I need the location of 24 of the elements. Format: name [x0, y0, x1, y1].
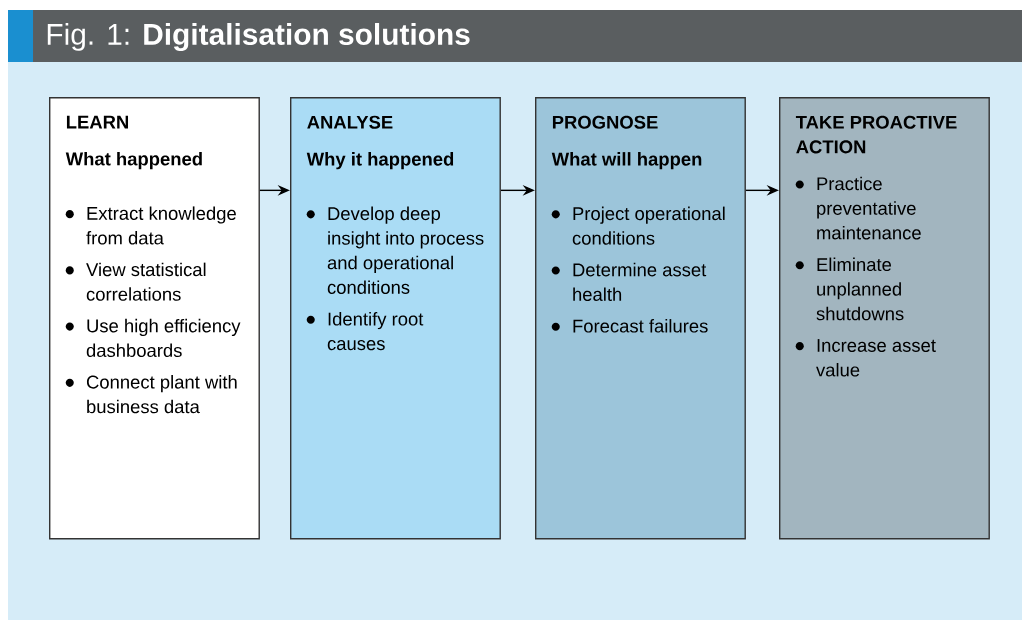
- bullet-item: Practice preventative maintenance: [795, 176, 921, 240]
- stage-subheading: What happened: [65, 151, 202, 170]
- bullet-item: Develop deep insight into process and operational conditions: [306, 206, 484, 294]
- bullet-item: Project operational conditions: [551, 206, 725, 245]
- bullet-item: View statistical correlations: [65, 262, 206, 301]
- stage-heading: PROGNOSE: [552, 115, 658, 129]
- figure-title: Fig. 1: Digitalisation solutions: [47, 23, 470, 51]
- stage-subheading: Why it happened: [306, 152, 454, 170]
- bullet-item: Identify root causes: [306, 312, 424, 351]
- bullet-item: Connect plant with business data: [65, 375, 237, 414]
- bullet-item: Increase asset value: [795, 339, 936, 377]
- stage-box: [535, 97, 746, 540]
- stage-box: [290, 97, 501, 540]
- stage-subheading: What will happen: [551, 152, 702, 170]
- bullet-item: Use high efficiency dashboards: [65, 318, 241, 358]
- bullet-item: Eliminate unplanned shutdowns: [795, 257, 904, 321]
- stage-box: [49, 97, 260, 540]
- stage-box: [779, 97, 990, 540]
- bullet-item: Forecast failures: [551, 319, 708, 333]
- stage-heading: TAKE PROACTIVE ACTION: [795, 115, 957, 154]
- bullet-item: Determine asset health: [551, 262, 707, 301]
- stage-heading: LEARN: [66, 115, 128, 129]
- stage-heading: ANALYSE: [307, 115, 393, 129]
- bullet-item: Extract knowledge from data: [65, 206, 236, 245]
